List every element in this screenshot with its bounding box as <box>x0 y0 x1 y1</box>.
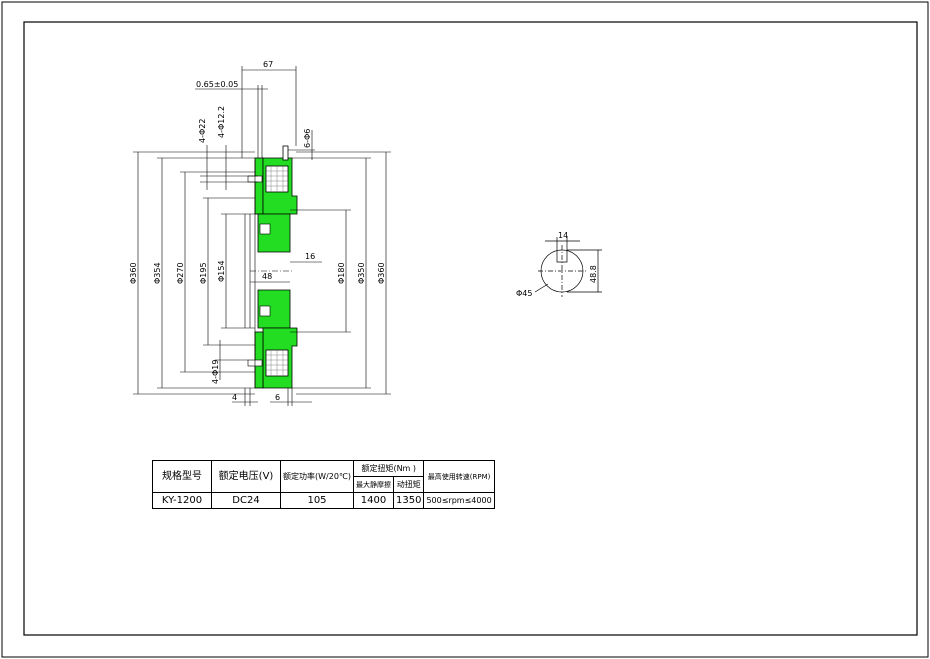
dim-phi350: Φ350 <box>357 262 366 284</box>
cell-static-torque: 1400 <box>353 492 395 509</box>
dim-6: 6 <box>275 393 280 402</box>
dim-16: 16 <box>305 252 315 261</box>
header-static-torque: 最大静摩擦 <box>353 476 395 493</box>
keyway-detail <box>534 237 602 297</box>
header-dynamic-torque: 动扭矩 <box>393 476 425 493</box>
dim-14: 14 <box>558 231 568 240</box>
spec-table: 规格型号 额定电压(V) 额定功率(W/20℃) 额定扭矩(Nm ) 最高使用转… <box>152 460 495 509</box>
header-speed: 最高使用转速(RPM) <box>423 460 495 493</box>
dimension-lines <box>133 66 391 406</box>
dim-phi12-2: 4-Φ12.2 <box>217 106 226 138</box>
dim-48-8: 48.8 <box>589 265 598 283</box>
dim-phi45: Φ45 <box>516 289 532 298</box>
header-model: 规格型号 <box>152 460 212 493</box>
terminal-stud <box>282 145 289 161</box>
dim-phi6: 6-Φ6 <box>303 129 312 148</box>
dim-phi195: Φ195 <box>199 262 208 284</box>
dim-phi22: 4-Φ22 <box>198 119 207 143</box>
dim-48: 48 <box>262 272 272 281</box>
cell-speed: 500≤rpm≤4000 <box>423 492 495 509</box>
header-torque: 额定扭矩(Nm ) <box>353 460 425 477</box>
dim-phi360-right: Φ360 <box>377 262 386 284</box>
clutch-section-view <box>244 145 298 389</box>
spec-header-row: 规格型号 额定电压(V) 额定功率(W/20℃) 额定扭矩(Nm ) 最高使用转… <box>152 460 495 493</box>
dim-phi154: Φ154 <box>217 260 226 282</box>
cell-model: KY-1200 <box>152 492 212 509</box>
dim-phi180: Φ180 <box>337 262 346 284</box>
dimension-texts: 67 0.65±0.05 4-Φ22 4-Φ12.2 6-Φ6 Φ360 Φ35… <box>129 60 386 402</box>
coils <box>265 165 289 377</box>
cell-voltage: DC24 <box>211 492 281 509</box>
dim-4: 4 <box>232 393 237 402</box>
dim-phi354: Φ354 <box>153 262 162 284</box>
dim-phi360-left: Φ360 <box>129 262 138 284</box>
dim-tolerance: 0.65±0.05 <box>196 80 238 89</box>
cell-power: 105 <box>279 492 355 509</box>
keyway-texts: 14 48.8 Φ45 <box>516 231 598 298</box>
inner-frame <box>23 21 918 636</box>
header-power: 额定功率(W/20℃) <box>279 460 355 493</box>
dim-phi270: Φ270 <box>176 262 185 284</box>
spec-data-row: KY-1200 DC24 105 1400 1350 500≤rpm≤4000 <box>152 492 495 509</box>
cell-dynamic-torque: 1350 <box>393 492 425 509</box>
dim-phi19: 4-Φ19 <box>211 360 220 384</box>
dim-67: 67 <box>263 60 273 69</box>
header-voltage: 额定电压(V) <box>211 460 281 493</box>
